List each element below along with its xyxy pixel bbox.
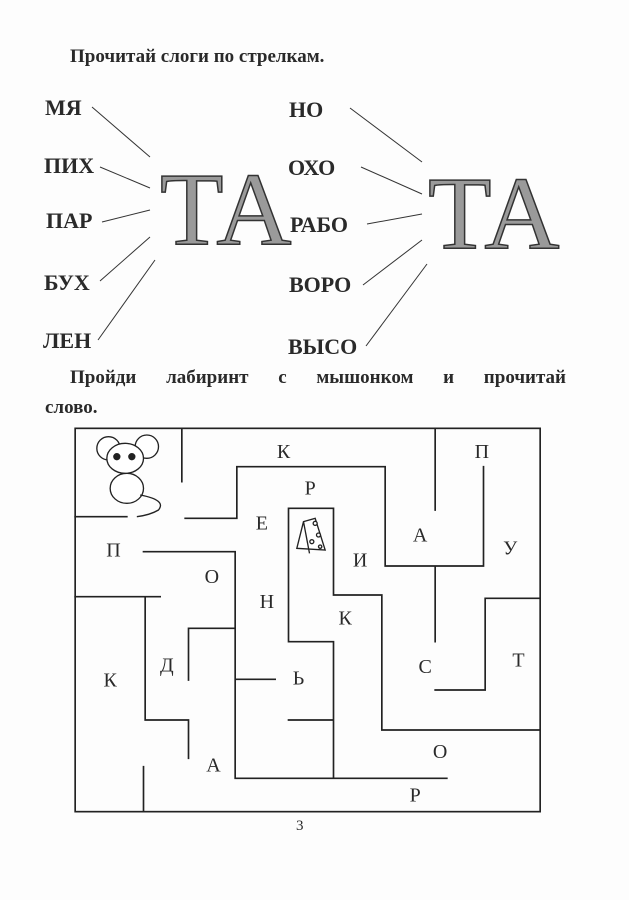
maze-letter: Р [410,784,421,806]
maze-letter: С [418,656,431,678]
syllable: ОХО [288,155,336,180]
maze-border [74,427,541,813]
big-syllable-ta-right: ТА [427,156,560,271]
maze-letter: И [353,549,367,571]
maze-letter: Е [256,513,268,535]
syllable: ЛЕН [43,328,92,353]
maze: К П Р Е А П У И О Н К Д Т С К Ь О А Р [74,427,541,813]
maze-letter: Т [512,649,524,671]
syllable: НО [289,97,324,122]
syllable: МЯ [45,95,82,120]
maze-letter: К [277,441,291,463]
maze-walls [74,427,541,813]
syllable: ПАР [46,208,93,233]
syllable: ВОРО [289,272,352,297]
maze-letter: А [206,754,221,776]
maze-letter: О [205,566,219,588]
page-number: 3 [296,818,304,834]
maze-letter: О [433,741,447,763]
mouse-icon [96,434,162,518]
line-buh [99,236,151,282]
line-len [97,259,156,341]
line-mya [91,106,151,158]
task2-instruction-cont: слово. [45,397,98,418]
maze-letter: Ь [293,668,304,690]
maze-letter: Д [160,654,174,676]
line-voro [362,239,423,286]
line-par [101,209,151,223]
syllable: РАБО [290,212,349,237]
big-syllable-ta-left: ТА [159,152,292,267]
maze-letter: К [103,669,117,691]
maze-letter: А [413,524,428,546]
maze-letter: Р [305,478,316,500]
syllable: ВЫСО [288,334,358,359]
syllable: ПИХ [44,153,95,178]
line-oho [360,166,423,195]
maze-letter: К [338,608,352,630]
cheese-icon [295,517,327,554]
syllable: БУХ [44,270,90,295]
line-pih [99,166,151,189]
maze-letter: Н [260,591,274,613]
maze-letter: П [106,539,120,561]
line-no [349,107,423,163]
maze-letter: У [503,538,518,560]
line-rabo [366,213,423,225]
task2-instruction: Пройди лабиринт с мышонком и прочитай [70,367,566,388]
task1-instruction: Прочитай слоги по стрелкам. [70,46,325,67]
maze-letter: П [475,441,489,463]
line-vyso [365,263,428,347]
